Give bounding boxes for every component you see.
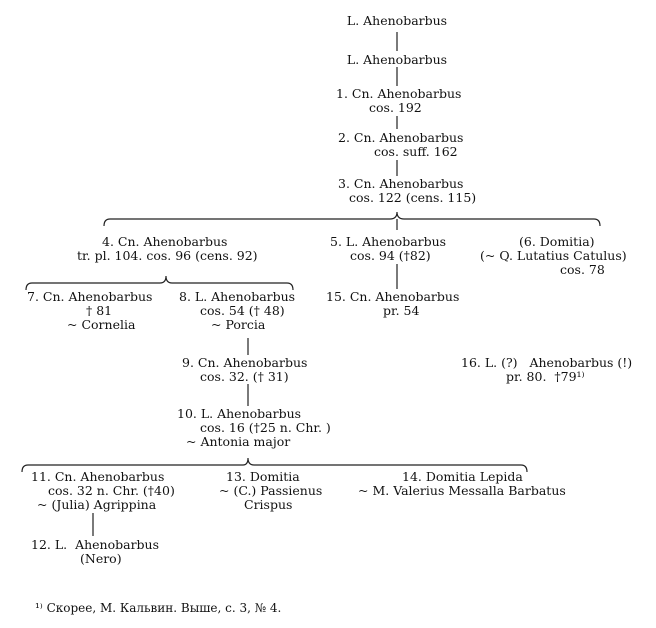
brace-children-of-10 bbox=[21, 457, 528, 473]
node-9-detail: cos. 32. († 31) bbox=[200, 369, 289, 384]
node-5-name: 5. L. Ahenobarbus bbox=[330, 234, 447, 249]
node-l-ahenobarbus-second: L. Ahenobarbus bbox=[346, 52, 448, 67]
node-6-spouse: (~ Q. Lutatius Catulus) bbox=[480, 248, 627, 263]
node-16-detail: pr. 80. †79¹⁾ bbox=[506, 369, 585, 384]
node-10-detail: cos. 16 (†25 n. Chr. ) bbox=[200, 420, 331, 435]
node-l-ahenobarbus-top: L. Ahenobarbus bbox=[346, 13, 448, 28]
node-11-name: 11. Cn. Ahenobarbus bbox=[31, 469, 165, 484]
node-14-spouse: ~ M. Valerius Messalla Barbatus bbox=[358, 483, 566, 498]
node-8-name: 8. L. Ahenobarbus bbox=[179, 289, 296, 304]
node-16-name: 16. L. (?) Ahenobarbus (!) bbox=[461, 355, 633, 370]
node-11-detail: cos. 32 n. Chr. (†40) bbox=[48, 483, 175, 498]
node-11-spouse: ~ (Julia) Agrippina bbox=[37, 497, 157, 512]
node-14-name: 14. Domitia Lepida bbox=[402, 469, 523, 484]
node-7-spouse: ~ Cornelia bbox=[67, 317, 136, 332]
node-8-spouse: ~ Porcia bbox=[211, 317, 266, 332]
node-10-spouse: ~ Antonia major bbox=[186, 434, 291, 449]
node-12-detail: (Nero) bbox=[80, 551, 122, 566]
node-9-name: 9. Cn. Ahenobarbus bbox=[182, 355, 308, 370]
node-7-detail: † 81 bbox=[86, 303, 113, 318]
node-8-detail: cos. 54 († 48) bbox=[200, 303, 285, 318]
node-1-name: 1. Cn. Ahenobarbus bbox=[336, 86, 462, 101]
node-15-detail: pr. 54 bbox=[383, 303, 420, 318]
node-3-detail: cos. 122 (cens. 115) bbox=[349, 190, 477, 205]
node-1-detail: cos. 192 bbox=[369, 100, 422, 115]
node-13-spouse-cont: Crispus bbox=[244, 497, 293, 512]
node-5-detail: cos. 94 (†82) bbox=[350, 248, 431, 263]
node-10-name: 10. L. Ahenobarbus bbox=[177, 406, 302, 421]
node-2-name: 2. Cn. Ahenobarbus bbox=[338, 130, 464, 145]
node-4-detail: tr. pl. 104. cos. 96 (cens. 92) bbox=[77, 248, 258, 263]
node-13-name: 13. Domitia bbox=[226, 469, 300, 484]
node-13-spouse: ~ (C.) Passienus bbox=[219, 483, 323, 498]
node-12-name: 12. L. Ahenobarbus bbox=[31, 537, 160, 552]
footnote: ¹⁾ Скорее, М. Кальвин. Выше, с. 3, № 4. bbox=[35, 601, 282, 615]
node-2-detail: cos. suff. 162 bbox=[374, 144, 458, 159]
node-3-name: 3. Cn. Ahenobarbus bbox=[338, 176, 464, 191]
node-4-name: 4. Cn. Ahenobarbus bbox=[102, 234, 228, 249]
brace-children-of-4 bbox=[25, 275, 294, 291]
node-6-detail: cos. 78 bbox=[560, 262, 605, 277]
node-15-name: 15. Cn. Ahenobarbus bbox=[326, 289, 460, 304]
node-7-name: 7. Cn. Ahenobarbus bbox=[27, 289, 153, 304]
node-6-name: (6. Domitia) bbox=[519, 234, 595, 249]
brace-children-of-3 bbox=[103, 211, 601, 227]
